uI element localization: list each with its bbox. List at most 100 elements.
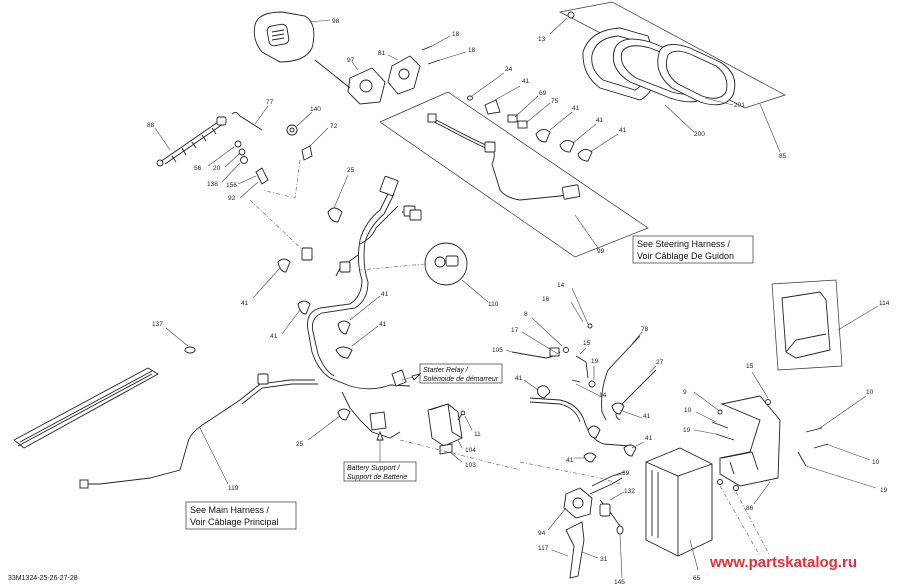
callout-117: 117 [538,545,549,552]
callout-41c: 41 [596,117,604,124]
callout-25b: 25 [296,441,304,448]
solenoid [563,487,593,519]
support-frame [771,279,843,371]
callout-138: 138 [207,181,218,188]
switch-housing [387,55,421,95]
callout-14b: 14 [599,392,607,399]
main-note-line1: See Main Harness / [190,505,270,515]
callout-65: 65 [693,575,701,582]
callout-27: 27 [656,359,664,366]
callout-105: 105 [492,347,503,354]
callout-17: 17 [511,327,519,334]
callout-10a: 10 [684,407,692,414]
callout-10b: 10 [866,389,874,396]
callout-39: 39 [622,470,630,477]
starter-note-line2: Solénoide de démarreur [423,376,499,383]
main-note-line2: Voir Câblage Principal [190,517,279,527]
cluster-screw [567,11,575,19]
trim-strip [13,367,159,449]
callout-69: 69 [539,90,547,97]
callout-99: 99 [597,248,605,255]
callout-56: 56 [194,165,202,172]
callout-41i: 41 [515,375,523,382]
steering-note: See Steering Harness / Voir Câblage De G… [632,235,754,264]
part-140 [286,124,298,136]
callout-15a: 15 [583,340,591,347]
battery-group: 65 [645,447,771,582]
callout-19a: 19 [591,358,599,365]
callout-41b: 41 [572,105,580,112]
callout-19c: 19 [880,487,888,494]
cluster-group: 13 201 200 85 [538,1,787,160]
steering-note-line1: See Steering Harness / [637,239,731,249]
callout-24: 24 [505,66,513,73]
callout-20: 20 [213,165,221,172]
connector-a [379,175,399,197]
steering-note-line2: Voir Câblage De Guidon [637,251,734,261]
callout-86: 86 [746,505,754,512]
steering-frame [379,91,649,258]
callout-13: 13 [538,36,546,43]
callout-25a: 25 [347,167,355,174]
cable-88 [159,121,219,163]
callout-81: 81 [378,50,386,57]
callout-8: 8 [524,311,528,318]
main-note: See Main Harness / Voir Câblage Principa… [185,501,297,530]
callout-18a: 18 [452,31,460,38]
watermark: www.partskatalog.ru [709,554,857,571]
battery-note-line2: Support de Batterie [347,474,407,481]
callout-41e: 41 [241,300,249,307]
callout-9: 9 [683,389,687,396]
starter-note: Starter Relay / Solénoide de démarreur [401,363,503,384]
callout-78: 78 [641,326,649,333]
callout-41l: 41 [645,435,653,442]
callout-41a: 41 [522,78,530,85]
callout-31: 31 [600,556,608,563]
drawing-code: 33M1324-25-26-27-28 [8,575,78,582]
battery-cables-group: 105 8 17 14 16 15 19 78 27 41 14 41 [399,282,664,485]
battery-note: Battery Support / Support de Batterie [343,430,417,482]
callout-97: 97 [347,57,355,64]
callout-11: 11 [474,431,481,438]
switch-body [347,67,386,105]
callout-104: 104 [465,447,476,454]
grommet-137: 137 [152,321,196,354]
callout-200: 200 [694,131,705,138]
callout-19b: 19 [683,427,691,434]
callout-77: 77 [266,99,274,106]
callout-75: 75 [551,98,559,105]
callout-137: 137 [152,321,163,328]
starter-relay [427,403,463,447]
callout-88: 88 [147,122,155,129]
callout-14: 14 [557,282,565,289]
callout-94: 94 [538,530,546,537]
callout-110: 110 [488,301,499,308]
switch-group: 98 97 81 18 18 [253,11,476,105]
bracket-86 [719,395,781,487]
callout-41k: 41 [566,457,574,464]
battery-support-group: 114 15 9 10 19 10 10 19 86 [683,279,890,512]
battery [645,447,713,557]
callout-15b: 15 [746,363,754,370]
small-parts-left: 88 77 140 72 56 20 138 156 92 [147,99,338,256]
cable-78 [601,335,641,421]
cluster-lens [657,44,736,106]
battery-note-line1: Battery Support / [347,465,401,472]
bracket-117 [565,521,585,579]
callout-92: 92 [228,195,236,202]
callout-41f: 41 [270,333,278,340]
callout-145: 145 [614,579,625,586]
callout-140: 140 [310,106,321,113]
callout-72: 72 [330,123,338,130]
starter-relay-group: 11 104 103 [427,403,481,469]
callout-156: 156 [226,182,237,189]
callout-103: 103 [465,462,476,469]
callout-41d: 41 [619,127,627,134]
callout-41j: 41 [643,413,651,420]
callout-41g: 41 [381,291,389,298]
steering-harness-group: 24 41 69 75 41 41 41 99 [379,66,649,258]
starter-note-line1: Starter Relay / [423,367,469,374]
solenoid-group: 39 132 94 117 31 145 [538,470,635,586]
callout-98: 98 [332,18,340,25]
